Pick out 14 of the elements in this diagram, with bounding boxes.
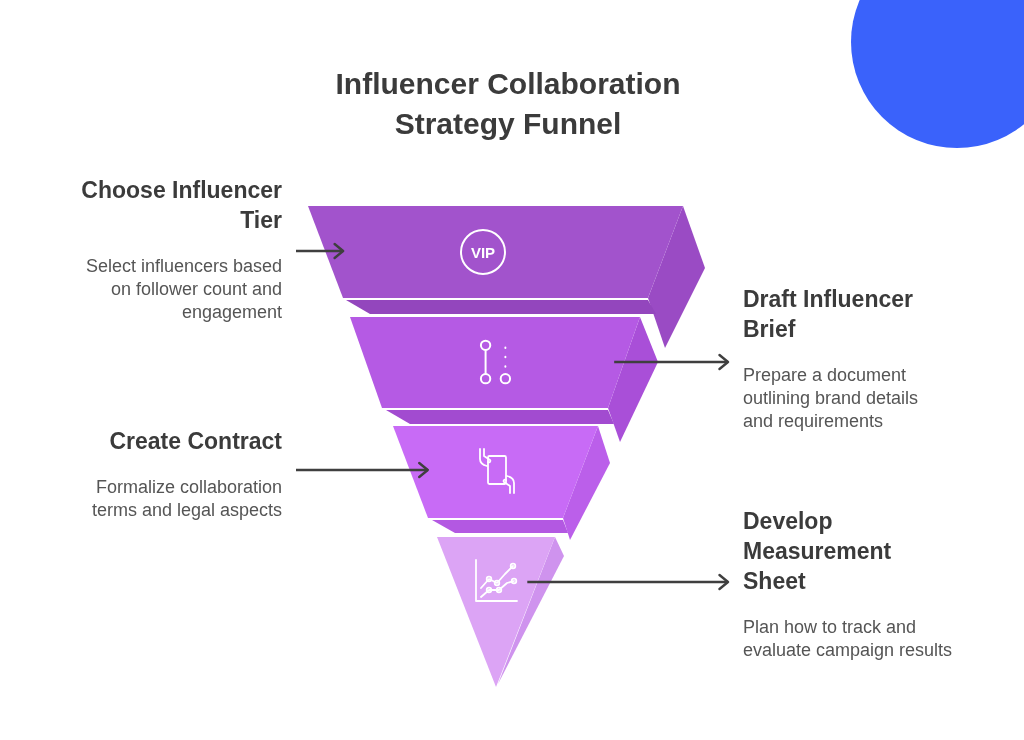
title: Influencer Collaboration Strategy Funnel bbox=[334, 66, 682, 142]
step-heading: Draft Influencer Brief bbox=[743, 285, 914, 344]
step-description: Plan how to track and evaluate campaign results bbox=[743, 616, 954, 662]
step-heading: Develop Measurement Sheet bbox=[743, 507, 893, 596]
circled-label: VIP bbox=[460, 229, 506, 275]
step-heading: Choose Influencer Tier bbox=[80, 176, 282, 235]
step-heading: Create Contract bbox=[108, 427, 282, 456]
step-description: Formalize collaboration terms and legal aspects bbox=[90, 476, 282, 522]
arrow bbox=[614, 353, 730, 371]
arrow bbox=[296, 242, 345, 260]
arrow bbox=[296, 461, 429, 479]
arrow bbox=[527, 573, 730, 591]
step-description: Prepare a document outlining brand details and requirements bbox=[743, 364, 920, 433]
step-description: Select influencers based on follower count and engagement bbox=[84, 255, 282, 324]
